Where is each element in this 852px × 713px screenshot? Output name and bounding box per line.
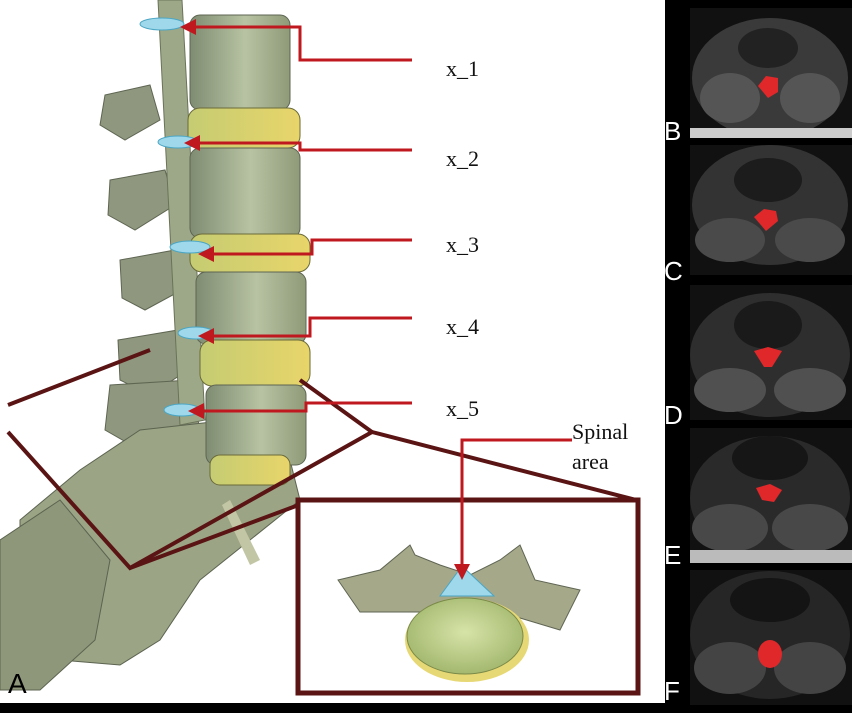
panel-letter-a: A	[8, 668, 27, 700]
panel-letter-f: F	[664, 676, 680, 707]
mri-panel-f	[690, 570, 852, 705]
mri-panel-e	[690, 428, 852, 563]
mri-panel-d	[690, 285, 852, 420]
level-label-x5: x_5	[446, 396, 479, 422]
spine-diagram	[0, 0, 665, 703]
mri-panel-c	[690, 145, 852, 275]
mri-panel-b	[690, 8, 852, 138]
level-label-x3: x_3	[446, 232, 479, 258]
spinal-area-label: Spinal area	[572, 417, 628, 477]
panel-letter-c: C	[664, 256, 683, 287]
panel-letter-b: B	[664, 116, 681, 147]
spinal-area-label-line1: Spinal	[572, 417, 628, 447]
mri-image-f	[690, 570, 852, 705]
level-label-x2: x_2	[446, 146, 479, 172]
panel-letter-e: E	[664, 540, 681, 571]
mri-image-e	[690, 428, 852, 563]
panel-letter-d: D	[664, 400, 683, 431]
level-label-x1: x_1	[446, 56, 479, 82]
mri-image-b	[690, 8, 852, 138]
spinal-area-label-line2: area	[572, 447, 628, 477]
mri-image-d	[690, 285, 852, 420]
mri-highlight	[758, 640, 782, 668]
mri-image-c	[690, 145, 852, 275]
panel-a-spine-illustration: x_1 x_2 x_3 x_4 x_5 Spinal area A	[0, 0, 665, 703]
level-label-x4: x_4	[446, 314, 479, 340]
